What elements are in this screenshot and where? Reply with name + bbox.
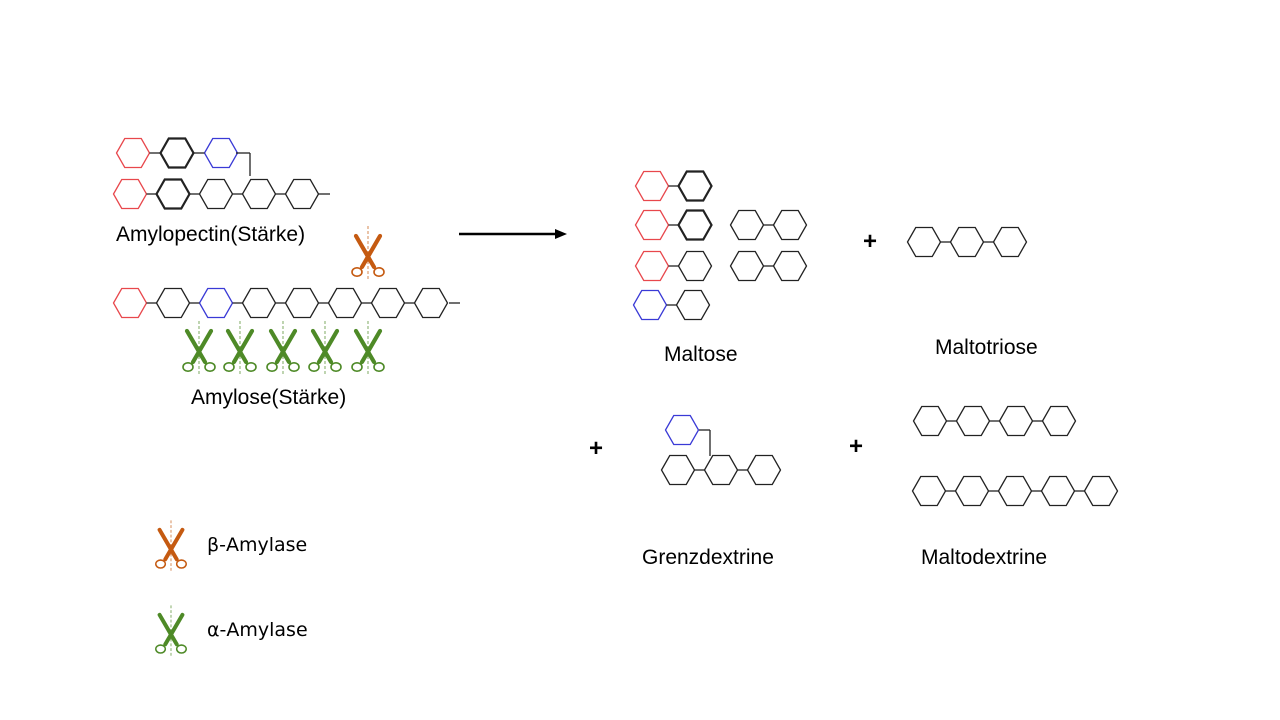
scissors-blade	[184, 328, 208, 365]
glucose-unit	[997, 475, 1033, 507]
glucose-unit	[241, 287, 277, 319]
glucose-unit	[729, 209, 765, 241]
glucose-unit	[284, 178, 320, 210]
glucose-unit	[954, 475, 990, 507]
scissors-handle	[175, 644, 187, 654]
scissors-blade	[190, 328, 214, 365]
glucose-unit	[241, 178, 277, 210]
scissors-icon	[182, 321, 216, 375]
legend-alpha-amylase-label: α-Amylase	[207, 619, 308, 641]
glucose-unit	[949, 226, 985, 258]
glucose-unit	[327, 287, 363, 319]
maltodextrine-label: Maltodextrine	[921, 546, 1048, 569]
glucose-unit	[912, 405, 948, 437]
glucose-unit	[1041, 405, 1077, 437]
reaction-arrow-head	[555, 229, 567, 239]
grenzdextrine-label: Grenzdextrine	[642, 546, 774, 569]
glucose-unit	[992, 226, 1028, 258]
glucose-unit	[906, 226, 942, 258]
glucose-unit	[159, 137, 195, 169]
glucose-unit	[198, 178, 234, 210]
legend-beta-amylase-label: β-Amylase	[207, 534, 308, 556]
plus-sign: +	[589, 435, 604, 462]
scissors-handle	[330, 362, 342, 372]
glucose-unit	[729, 250, 765, 282]
glucose-unit	[634, 250, 670, 282]
plus-sign: +	[863, 228, 878, 255]
glucose-unit	[772, 209, 808, 241]
scissors-blade	[157, 527, 179, 562]
glucose-unit	[198, 287, 234, 319]
glucose-unit	[772, 250, 808, 282]
scissors-icon	[266, 321, 300, 375]
glucose-unit	[677, 250, 713, 282]
scissors-blade	[316, 328, 340, 365]
scissors-handle	[351, 267, 363, 277]
scissors-handle	[308, 362, 320, 372]
scissors-blade	[353, 233, 377, 270]
glucose-unit	[677, 209, 713, 241]
scissors-icon	[223, 321, 257, 375]
glucose-unit	[112, 178, 148, 210]
scissors-handle	[223, 362, 235, 372]
scissors-blade	[163, 527, 185, 562]
glucose-unit	[155, 287, 191, 319]
glucose-unit	[413, 287, 449, 319]
scissors-handle	[175, 559, 187, 569]
scissors-blade	[163, 612, 185, 647]
glucose-unit	[634, 209, 670, 241]
scissors-icon	[351, 321, 385, 375]
glucose-unit	[998, 405, 1034, 437]
scissors-blade	[274, 328, 298, 365]
scissors-handle	[373, 267, 385, 277]
glucose-unit	[911, 475, 947, 507]
scissors-handle	[204, 362, 216, 372]
scissors-handle	[373, 362, 385, 372]
glucose-unit	[284, 287, 320, 319]
glucose-unit	[370, 287, 406, 319]
glucose-unit	[115, 137, 151, 169]
scissors-blade	[231, 328, 255, 365]
scissors-blade	[310, 328, 334, 365]
glucose-unit	[634, 170, 670, 202]
scissors-handle	[155, 644, 167, 654]
glucose-unit	[632, 289, 668, 321]
scissors-handle	[351, 362, 363, 372]
scissors-handle	[245, 362, 257, 372]
glucose-unit	[1083, 475, 1119, 507]
glucose-unit	[112, 287, 148, 319]
scissors-handle	[288, 362, 300, 372]
scissors-handle	[266, 362, 278, 372]
scissors-icon	[155, 605, 187, 657]
scissors-blade	[157, 612, 179, 647]
glucose-unit	[955, 405, 991, 437]
scissors-blade	[268, 328, 292, 365]
scissors-icon	[308, 321, 342, 375]
amylopectin-label: Amylopectin(Stärke)	[116, 223, 306, 246]
amylose-label: Amylose(Stärke)	[191, 386, 347, 409]
scissors-blade	[359, 328, 383, 365]
scissors-icon	[351, 226, 385, 280]
plus-sign: +	[849, 433, 864, 460]
glucose-unit	[703, 454, 739, 486]
glucose-unit	[675, 289, 711, 321]
scissors-handle	[182, 362, 194, 372]
glucose-unit	[1040, 475, 1076, 507]
glucose-unit	[203, 137, 239, 169]
scissors-blade	[353, 328, 377, 365]
glucose-unit	[677, 170, 713, 202]
glucose-unit	[664, 414, 700, 446]
scissors-icon	[155, 520, 187, 572]
scissors-blade	[359, 233, 383, 270]
scissors-blade	[225, 328, 249, 365]
maltotriose-label: Maltotriose	[935, 336, 1038, 359]
maltose-label: Maltose	[664, 343, 738, 366]
scissors-handle	[155, 559, 167, 569]
glucose-unit	[660, 454, 696, 486]
glucose-unit	[155, 178, 191, 210]
glucose-unit	[746, 454, 782, 486]
